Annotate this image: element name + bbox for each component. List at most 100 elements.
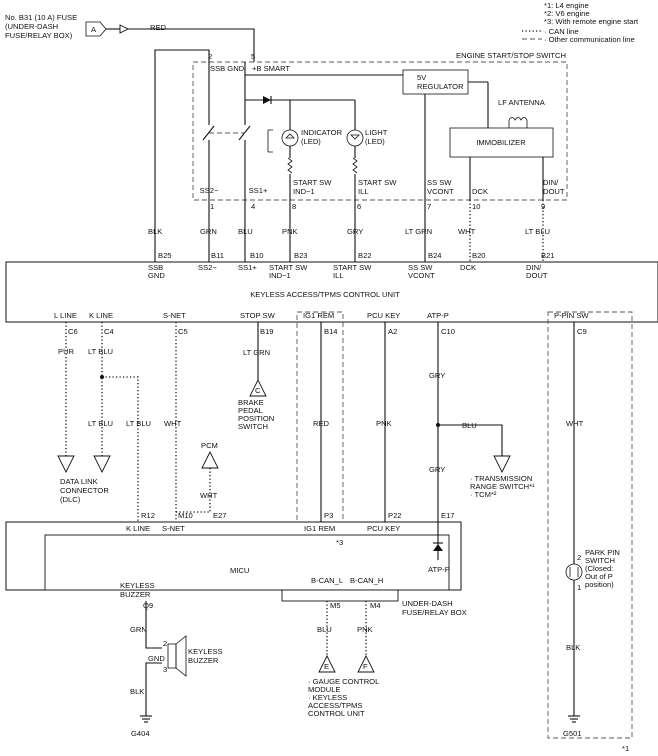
sw-pin6: 6 xyxy=(357,202,361,211)
immobilizer-label: IMMOBILIZER xyxy=(476,138,526,147)
ku-pcu-key: PCU KEY xyxy=(367,311,400,320)
w-wht: WHT xyxy=(164,419,182,428)
wire-gry: GRY xyxy=(347,227,363,236)
buzzer-label-1: KEYLESS xyxy=(188,647,223,656)
legend-note3: *3: With remote engine start xyxy=(544,17,639,26)
resistor-icon xyxy=(352,157,358,174)
sw-pin9: 9 xyxy=(541,202,545,211)
trs-label-3: · TCM*² xyxy=(470,490,497,499)
sw-ssb-gnd: SSB GND xyxy=(210,64,245,73)
ku-b14: B14 xyxy=(324,327,338,336)
ku-dout-1: DIN/ xyxy=(526,263,542,272)
switch-to-unit-wires: BLK GRN BLU PNK GRY LT GRN WHT LT BLU xyxy=(148,49,550,262)
sw-term-ind-2: IND−1 xyxy=(293,187,315,196)
ku-c6: C6 xyxy=(68,327,78,336)
micu-q9: Q9 xyxy=(143,601,153,610)
sw-pin10: 10 xyxy=(472,202,480,211)
w-wht-3: WHT xyxy=(566,419,584,428)
micu-s-net: S-NET xyxy=(162,524,185,533)
conn-c-label: C xyxy=(255,386,261,395)
legend-can: · CAN line xyxy=(544,27,579,36)
micu-b-can-h: B-CAN_H xyxy=(350,576,383,585)
ku-l-line: L LINE xyxy=(54,311,77,320)
wire-lt-blu: LT BLU xyxy=(525,227,550,236)
legend-note2: *2: V6 engine xyxy=(544,9,590,18)
sw-b-smart: +B SMART xyxy=(252,64,290,73)
sw-term-vcont-2: VCONT xyxy=(427,187,454,196)
gauge-label-2: MODULE xyxy=(308,685,341,694)
w-red: RED xyxy=(313,419,330,428)
gauge-label-3: · KEYLESS xyxy=(308,693,347,702)
buzzer-pin2: 2 xyxy=(163,639,167,648)
w-grn: GRN xyxy=(130,625,147,634)
red-power-wire xyxy=(128,28,255,62)
connector-a-label: A xyxy=(91,25,97,34)
ppin-label-3: (Closed: xyxy=(585,564,613,573)
wire-wht: WHT xyxy=(458,227,476,236)
w-blk-2: BLK xyxy=(566,643,580,652)
buzzer-label-2: BUZZER xyxy=(188,656,219,665)
ku-b25: B25 xyxy=(158,251,172,260)
ppin-pin1: 1 xyxy=(577,583,581,592)
sw-pin7: 7 xyxy=(427,202,431,211)
g501-label: G501 xyxy=(563,729,582,738)
gauge-label-5: CONTROL UNIT xyxy=(308,709,365,718)
dlc-label-1: DATA LINK xyxy=(60,477,98,486)
ku-b11: B11 xyxy=(211,251,224,260)
ku-vcont-2: VCONT xyxy=(408,271,435,280)
w-lt-grn: LT GRN xyxy=(243,348,270,357)
ku-k-line: K LINE xyxy=(89,311,113,320)
micu-note3: *3 xyxy=(336,538,343,547)
bottom-section: GRN 2 GND 3 KEYLESS BUZZER BLK G404 BLU … xyxy=(130,548,629,753)
ku-b22: B22 xyxy=(358,251,372,260)
dlc-label-2: CONNECTOR xyxy=(60,486,109,495)
wire-lt-grn: LT GRN xyxy=(405,227,432,236)
engine-start-stop-switch: ENGINE START/STOP SWITCH 2 5 SSB GND +B … xyxy=(192,51,568,211)
micu-r12: R12 xyxy=(141,511,155,520)
micu-atp-p: ATP-P xyxy=(428,565,450,574)
connector-f-icon xyxy=(357,654,375,673)
fuse-label-1: No. B31 (10 A) FUSE xyxy=(5,13,77,22)
keyless-unit-title: KEYLESS ACCESS/TPMS CONTROL UNIT xyxy=(250,290,400,299)
ku-p-pin-sw: P-PIN SW xyxy=(554,311,589,320)
ppin-label-1: PARK PIN xyxy=(585,548,620,557)
brake-label-4: SWITCH xyxy=(238,422,268,431)
micu-can-port xyxy=(281,589,399,602)
w-pur: PUR xyxy=(58,347,75,356)
pcm-pin-icon xyxy=(201,450,219,469)
w-blk: BLK xyxy=(130,687,144,696)
dlc-pin-icon xyxy=(93,455,111,474)
ku-ill-2: ILL xyxy=(333,271,344,280)
micu-e27: E27 xyxy=(213,511,227,520)
trs-label-2: RANGE SWITCH*¹ xyxy=(470,482,535,491)
micu: MICU R12 M10 E27 P3 P22 E17 K LINE S-NET… xyxy=(5,511,467,617)
diode-icon xyxy=(433,544,443,551)
park-pin-switch-icon xyxy=(565,563,583,581)
legend: *1: L4 engine *2: V6 engine *3: With rem… xyxy=(522,1,639,44)
w-pnk-can: PNK xyxy=(357,625,373,634)
light-led-icon xyxy=(346,129,364,147)
micu-inner-box xyxy=(44,534,450,591)
wire-blu: BLU xyxy=(238,227,253,236)
micu-b-can-l: B-CAN_L xyxy=(311,576,343,585)
sw-term-dout-2: DOUT xyxy=(543,187,565,196)
trs-label-1: · TRANSMISSION xyxy=(470,474,532,483)
micu-m10: M10 xyxy=(178,511,193,520)
indicator-label-2: (LED) xyxy=(301,137,321,146)
pcm-label: PCM xyxy=(201,441,218,450)
sw-term-vcont-1: SS SW xyxy=(427,178,452,187)
keyless-access-unit: KEYLESS ACCESS/TPMS CONTROL UNIT B25 B11… xyxy=(5,251,658,336)
w-pnk: PNK xyxy=(376,419,392,428)
wire-blk: BLK xyxy=(148,227,162,236)
conn-e-label: E xyxy=(324,662,329,671)
buzzer-pin3: 3 xyxy=(163,665,167,674)
wire-pnk: PNK xyxy=(282,227,298,236)
ku-stop-sw: STOP SW xyxy=(240,311,276,320)
micu-pcu-key: PCU KEY xyxy=(367,524,400,533)
immobilizer-box xyxy=(449,127,554,158)
fuse-wire-color: RED xyxy=(150,23,167,32)
micu-m4: M4 xyxy=(370,601,381,610)
light-label-1: LIGHT xyxy=(365,128,388,137)
connector-a-tag xyxy=(85,21,107,37)
